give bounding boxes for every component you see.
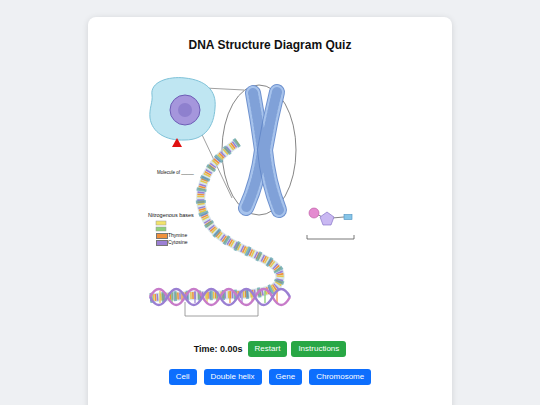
phosphate-circle	[309, 208, 319, 218]
legend-swatch	[156, 227, 166, 231]
legend-swatch	[156, 221, 166, 225]
nucleus	[170, 95, 200, 125]
base-pairs	[150, 142, 280, 298]
legend-heading: Nitrogenous bases	[148, 212, 194, 218]
base-pairs	[150, 142, 280, 298]
quiz-button: Cell	[169, 369, 197, 385]
cell-outline	[150, 78, 215, 140]
nucleotide-bracket	[307, 235, 354, 239]
legend-text: Cytosine	[168, 239, 187, 245]
quiz-button: Instructions	[291, 341, 346, 357]
timer-label: Time: 0.00s	[194, 344, 243, 354]
quiz-button: Chromosome	[309, 369, 371, 385]
quiz-button: Gene	[269, 369, 303, 385]
button-label: Cell	[176, 372, 190, 381]
base-rect	[344, 215, 352, 220]
base-pairs	[150, 142, 280, 298]
button-label: Gene	[276, 372, 296, 381]
dna-backbone	[150, 142, 280, 298]
quiz-button: Double helix	[204, 369, 262, 385]
chromatin-texture	[246, 92, 279, 210]
pointer-triangle	[172, 138, 182, 147]
sugar-pentagon	[320, 212, 334, 225]
button-label: Restart	[255, 344, 281, 353]
button-label: Double helix	[211, 372, 255, 381]
quiz-title: DNA Structure Diagram Quiz	[189, 38, 352, 52]
helix-strand	[150, 289, 290, 305]
quiz-button: Restart	[248, 341, 288, 357]
dna-strand	[150, 142, 280, 298]
nucleolus	[178, 103, 192, 117]
legend-text: Thymine	[168, 232, 187, 238]
helix-strand	[150, 289, 290, 305]
legend-swatch	[156, 233, 168, 239]
legend-swatch	[156, 240, 168, 246]
button-label: Chromosome	[316, 372, 364, 381]
gene-bracket	[185, 302, 258, 316]
button-label: Instructions	[298, 344, 339, 353]
blank-label: Molecule of _____	[157, 170, 194, 175]
